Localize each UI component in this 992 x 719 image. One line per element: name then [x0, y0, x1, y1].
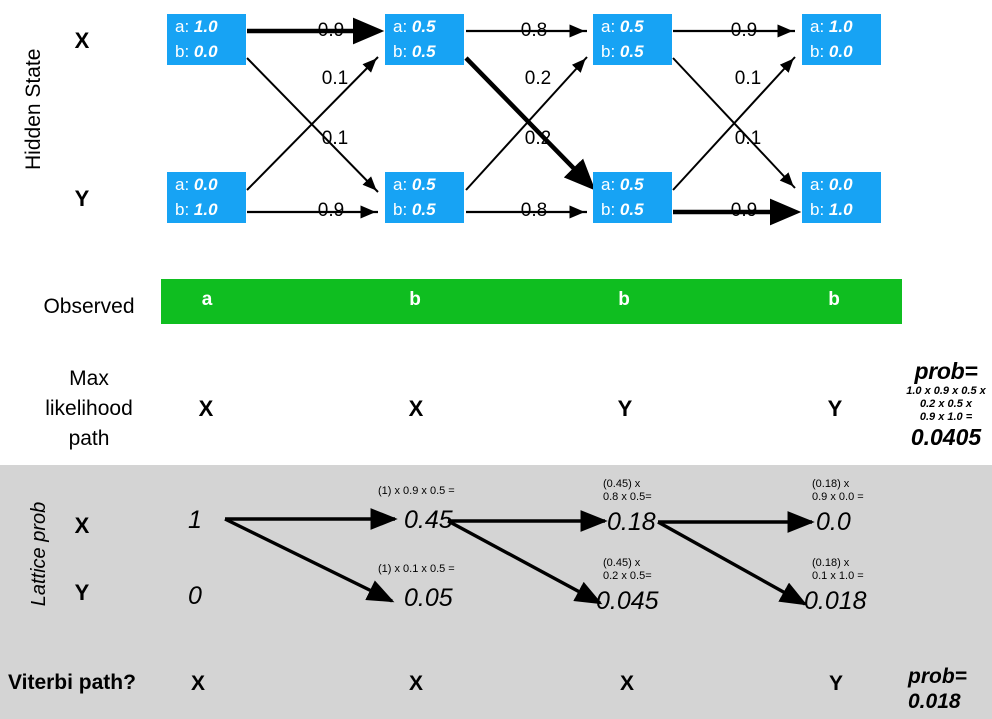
viterbi-path-label: Viterbi path? — [8, 671, 136, 694]
trellis-node-y-t1[interactable]: a: 0.0 b: 1.0 — [167, 172, 246, 223]
trellis-node-x-t2[interactable]: a: 0.5 b: 0.5 — [385, 14, 464, 65]
hidden-state-axis-label: Hidden State — [22, 48, 45, 170]
transition-prob-t3-yx: 0.1 — [734, 128, 762, 149]
max-likelihood-path-t1: X — [198, 396, 214, 421]
lattice-value-y-t2: 0.05 — [404, 584, 453, 612]
lattice-value-x-t4: 0.0 — [816, 508, 851, 536]
state-label-y: Y — [74, 186, 90, 211]
trellis-node-x-t1[interactable]: a: 1.0 b: 0.0 — [167, 14, 246, 65]
transition-prob-t1-xx: 0.9 — [317, 20, 345, 41]
viterbi-path-t3: X — [619, 672, 634, 695]
mlp-label-line-3: path — [68, 427, 110, 450]
transition-prob-t3-xx: 0.9 — [730, 20, 758, 41]
observed-sequence-bar: a b b b — [161, 279, 902, 324]
lattice-note-line: 0.1 x 1.0 = — [812, 570, 864, 582]
emission-a: a: 0.5 — [393, 17, 436, 36]
transition-prob-t3-yy: 0.9 — [730, 200, 758, 221]
lattice-state-label-y: Y — [74, 580, 90, 605]
lattice-note-line: (1) x 0.1 x 0.5 = — [378, 563, 455, 575]
emission-a: a: 1.0 — [175, 17, 218, 36]
emission-b: b: 0.5 — [393, 200, 436, 219]
emission-a: a: 0.0 — [175, 175, 218, 194]
lattice-note-line: (0.45) x — [603, 478, 641, 490]
state-label-x: X — [74, 28, 90, 53]
lattice-note-line: (0.45) x — [603, 557, 641, 569]
lattice-note-y-t3: (0.45) x 0.2 x 0.5= — [603, 557, 652, 583]
emission-b: b: 1.0 — [810, 200, 853, 219]
viterbi-path-t4: Y — [828, 672, 843, 695]
observed-row-label: Observed — [43, 295, 135, 318]
lattice-note-line: (1) x 0.9 x 0.5 = — [378, 485, 455, 497]
transition-prob-t1-yx: 0.1 — [321, 128, 349, 149]
lattice-note-line: 0.8 x 0.5= — [603, 491, 652, 503]
lattice-value-y-t1: 0 — [188, 582, 202, 610]
lattice-value-x-t3: 0.18 — [607, 508, 656, 536]
lattice-note-x-t3: (0.45) x 0.8 x 0.5= — [603, 478, 652, 504]
viterbi-prob-result: 0.018 — [908, 690, 961, 713]
emission-b: b: 1.0 — [175, 200, 218, 219]
lattice-note-line: (0.18) x — [812, 478, 850, 490]
lattice-note-line: 0.9 x 0.0 = — [812, 491, 864, 503]
emission-a: a: 1.0 — [810, 17, 853, 36]
emission-a: a: 0.5 — [393, 175, 436, 194]
lattice-note-x-t4: (0.18) x 0.9 x 0.0 = — [812, 478, 864, 504]
trellis-node-y-t3[interactable]: a: 0.5 b: 0.5 — [593, 172, 672, 223]
transition-prob-t2-yy: 0.8 — [520, 200, 548, 221]
transition-prob-t2-yx: 0.2 — [524, 128, 552, 149]
lattice-value-x-t2: 0.45 — [404, 506, 453, 534]
observed-symbol-t1: a — [201, 289, 213, 310]
observed-symbol-t3: b — [618, 289, 630, 310]
max-likelihood-path-t2: X — [408, 396, 424, 421]
observed-symbol-t2: b — [409, 289, 421, 310]
trellis-node-x-t4[interactable]: a: 1.0 b: 0.0 — [802, 14, 881, 65]
max-likelihood-path-t3: Y — [617, 396, 633, 421]
viterbi-path-t1: X — [190, 672, 205, 695]
lattice-note-y-t4: (0.18) x 0.1 x 1.0 = — [812, 557, 864, 583]
trellis-node-y-t2[interactable]: a: 0.5 b: 0.5 — [385, 172, 464, 223]
observed-symbol-t4: b — [828, 289, 840, 310]
lattice-note-line: (0.18) x — [812, 557, 850, 569]
prob-line-1: 1.0 x 0.9 x 0.5 x — [906, 385, 986, 397]
emission-a: a: 0.5 — [601, 175, 644, 194]
emission-b: b: 0.0 — [810, 42, 853, 61]
lattice-value-y-t4: 0.018 — [804, 587, 867, 615]
emission-b: b: 0.0 — [175, 42, 218, 61]
mlp-label-line-1: Max — [69, 367, 109, 390]
viterbi-path-t2: X — [408, 672, 423, 695]
lattice-note-line: 0.2 x 0.5= — [603, 570, 652, 582]
emission-b: b: 0.5 — [601, 200, 644, 219]
transition-prob-t2-xy: 0.2 — [524, 68, 552, 89]
lattice-note-y-t2: (1) x 0.1 x 0.5 = — [378, 563, 455, 576]
emission-b: b: 0.5 — [393, 42, 436, 61]
mlp-label-line-2: likelihood — [45, 397, 133, 420]
transition-prob-t1-xy: 0.1 — [321, 68, 349, 89]
transition-prob-t2-xx: 0.8 — [520, 20, 548, 41]
transition-prob-t1-yy: 0.9 — [317, 200, 345, 221]
lattice-value-y-t3: 0.045 — [596, 587, 659, 615]
max-likelihood-path-t4: Y — [827, 396, 843, 421]
prob-line-3: 0.9 x 1.0 = — [919, 411, 973, 423]
prob-label: prob= — [914, 358, 978, 384]
max-likelihood-path-label: Max likelihood path — [14, 364, 164, 454]
lattice-state-label-x: X — [74, 513, 90, 538]
prob-result: 0.0405 — [910, 424, 982, 450]
emission-b: b: 0.5 — [601, 42, 644, 61]
transition-prob-t3-xy: 0.1 — [734, 68, 762, 89]
lattice-value-x-t1: 1 — [188, 506, 202, 534]
emission-a: a: 0.0 — [810, 175, 853, 194]
viterbi-prob-label: prob= — [908, 665, 967, 688]
prob-line-2: 0.2 x 0.5 x — [920, 398, 972, 410]
lattice-note-x-t2: (1) x 0.9 x 0.5 = — [378, 485, 455, 498]
emission-a: a: 0.5 — [601, 17, 644, 36]
max-likelihood-prob-block: prob= 1.0 x 0.9 x 0.5 x 0.2 x 0.5 x 0.9 … — [900, 358, 992, 451]
lattice-prob-axis-label: Lattice prob — [28, 501, 50, 607]
viterbi-prob-block: prob= 0.018 — [908, 664, 992, 714]
trellis-node-x-t3[interactable]: a: 0.5 b: 0.5 — [593, 14, 672, 65]
trellis-node-y-t4[interactable]: a: 0.0 b: 1.0 — [802, 172, 881, 223]
